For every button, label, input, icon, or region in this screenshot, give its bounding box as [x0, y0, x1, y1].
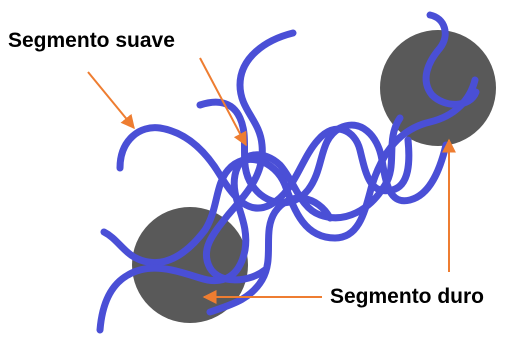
- arrow-soft-segment-left: [88, 72, 134, 128]
- label-hard-segment: Segmento duro: [330, 285, 484, 308]
- label-soft-segment: Segmento suave: [8, 29, 175, 52]
